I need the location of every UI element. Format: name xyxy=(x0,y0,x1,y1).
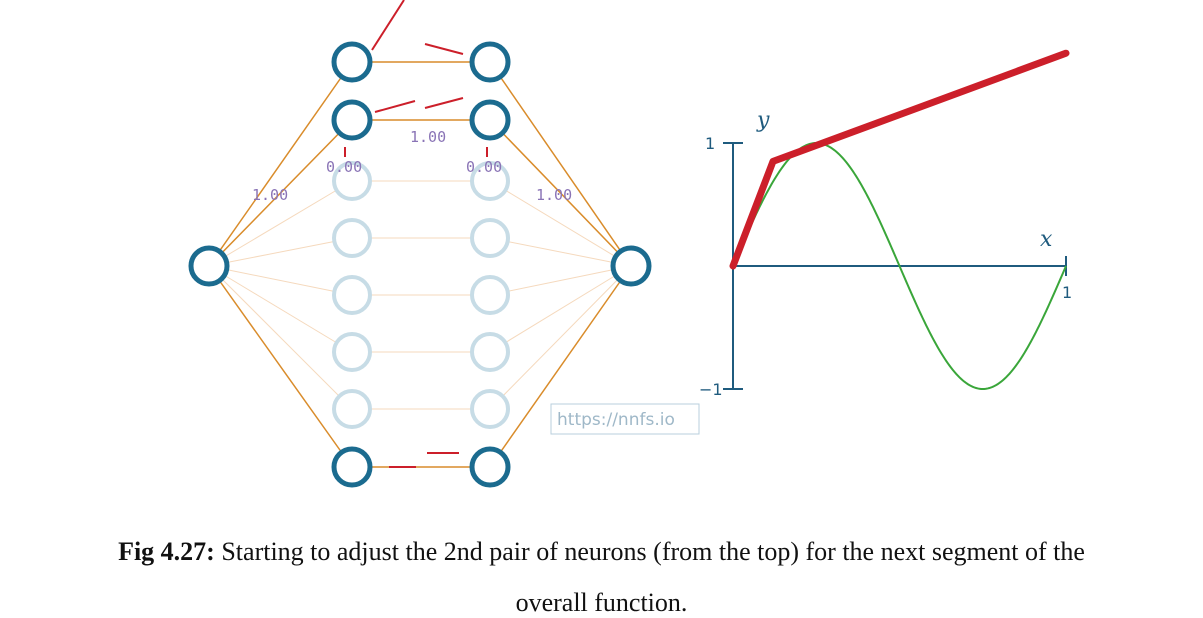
hidden-layer1-neuron xyxy=(332,275,372,315)
edge-input-hidden-active xyxy=(208,61,353,267)
edge-input-hidden-active xyxy=(208,265,353,468)
figure-caption-line2: overall function. xyxy=(0,588,1203,618)
edge-hidden-output xyxy=(489,237,632,267)
edge-input-hidden xyxy=(208,180,353,267)
figure: 1.00 0.00 0.00 1.00 1.00 1 −1 1 y x https://… xyxy=(188,0,1072,488)
hidden-layer2-neuron xyxy=(469,446,511,488)
weight-label-pair2-to-output: 1.00 xyxy=(536,186,572,204)
edge-input-hidden xyxy=(208,265,353,410)
edge-input-hidden xyxy=(208,265,353,296)
y-axis-label: y xyxy=(756,108,770,133)
caption-text-line2: overall function. xyxy=(515,588,688,617)
caption-label: Fig 4.27: xyxy=(118,537,215,566)
input-neuron xyxy=(188,245,230,287)
weight-label-pair2-connection: 1.00 xyxy=(410,128,446,146)
watermark-box xyxy=(550,403,700,435)
hidden-layer1-neuron xyxy=(332,218,372,258)
network-edges xyxy=(208,61,632,468)
edge-hidden-output xyxy=(489,265,632,353)
hidden-layer2-neuron xyxy=(470,389,510,429)
hidden-layer2-neuron xyxy=(469,99,511,141)
series-sine-line xyxy=(732,141,1067,391)
figure-caption: Fig 4.27: Starting to adjust the 2nd pai… xyxy=(0,537,1203,567)
hidden-layer2-neuron xyxy=(469,41,511,83)
hidden-layer1-neuron xyxy=(331,41,373,83)
function-chart: 1 −1 1 y x xyxy=(699,49,1072,399)
weight-label-hidden-pair2-right: 0.00 xyxy=(466,158,502,176)
weight-label-hidden-pair2-left: 0.00 xyxy=(326,158,362,176)
hidden-layer1-neuron xyxy=(332,389,372,429)
adjustment-marker xyxy=(424,97,464,109)
edge-input-hidden-active xyxy=(208,119,353,267)
caption-text-line1: Starting to adjust the 2nd pair of neuro… xyxy=(214,537,1085,566)
hidden-layer2-neuron xyxy=(470,218,510,258)
hidden-layer2-neuron xyxy=(470,275,510,315)
hidden-layer2-neuron xyxy=(470,161,510,201)
edge-input-hidden xyxy=(208,237,353,267)
y-tick-label-bottom: −1 xyxy=(699,380,723,399)
hidden-layer1-neuron xyxy=(331,446,373,488)
adjustment-markers xyxy=(344,0,488,468)
adjustment-marker xyxy=(371,0,405,51)
hidden-layer1-neuron xyxy=(332,161,372,201)
output-neuron xyxy=(610,245,652,287)
watermark-text: https://nnfs.io xyxy=(557,410,675,430)
edge-hidden-output xyxy=(489,180,632,267)
adjustment-marker xyxy=(374,100,416,113)
hidden-layer2-neuron xyxy=(470,332,510,372)
edge-hidden-output-active xyxy=(489,119,632,267)
x-tick-label: 1 xyxy=(1062,283,1072,302)
edge-hidden-output-active xyxy=(489,265,632,468)
x-axis-label: x xyxy=(1040,227,1053,252)
weight-label-input-to-top: 1.00 xyxy=(252,186,288,204)
edge-hidden-output xyxy=(489,265,632,296)
edge-hidden-output-active xyxy=(489,61,632,267)
edge-input-hidden xyxy=(208,265,353,353)
y-tick-label-top: 1 xyxy=(705,134,715,153)
edge-hidden-output xyxy=(489,265,632,410)
hidden-layer1-neuron xyxy=(332,332,372,372)
network-nodes xyxy=(188,41,652,488)
series-approximation-line xyxy=(729,49,1070,270)
adjustment-marker xyxy=(424,43,464,55)
hidden-layer1-neuron xyxy=(331,99,373,141)
